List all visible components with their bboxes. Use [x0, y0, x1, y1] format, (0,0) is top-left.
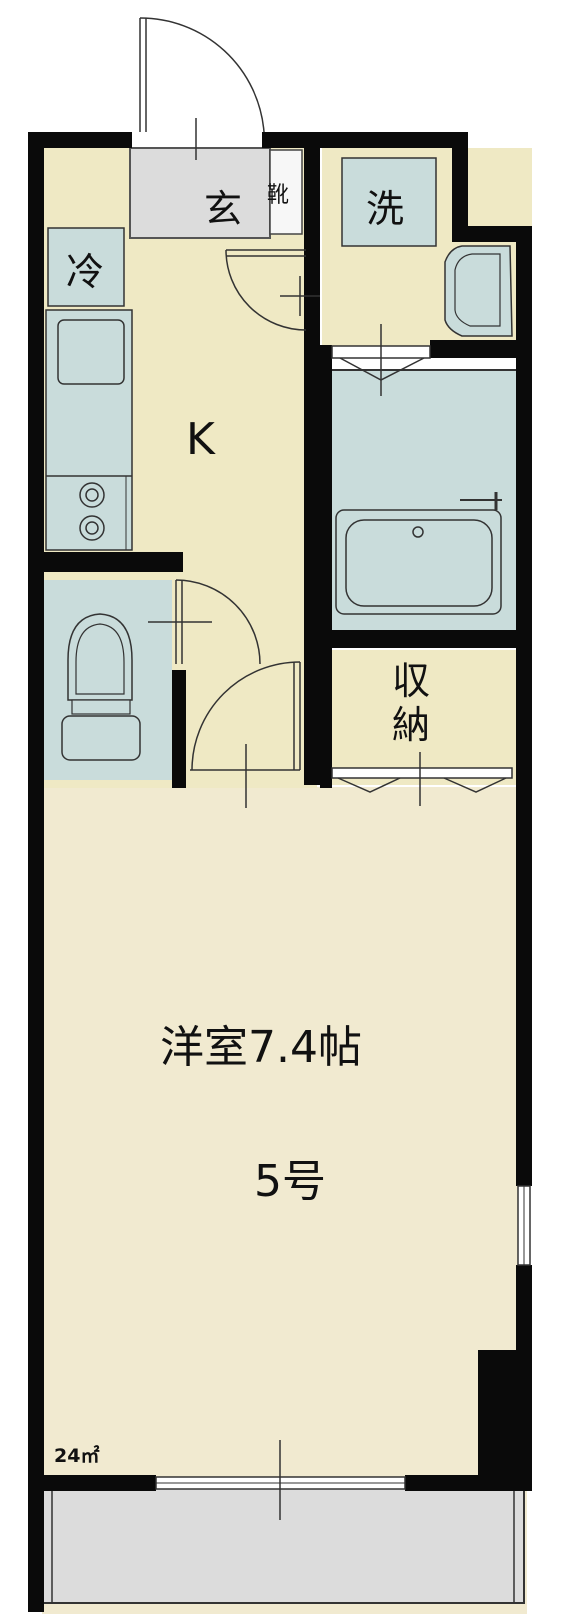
- walls: [28, 132, 532, 1612]
- area-label: 24㎡: [54, 1444, 99, 1467]
- kitchen-label: K: [186, 414, 216, 465]
- western-room-label: 洋室7.4帖: [160, 1022, 362, 1073]
- storage-label-line2: 納: [392, 703, 430, 747]
- fridge-space: [47, 227, 125, 307]
- window-icon: [517, 1185, 531, 1266]
- entrance-label: 玄: [204, 187, 242, 231]
- unit-number-label: 5号: [254, 1156, 326, 1207]
- storage-label-line1: 収: [392, 659, 430, 703]
- shoe-storage-label: 靴: [267, 183, 289, 208]
- shoe-cabinet: [269, 149, 303, 235]
- entrance-floor: [129, 147, 271, 239]
- door-swing-icon: [331, 324, 431, 396]
- door-swing-icon: [225, 249, 320, 331]
- storage-floor: [330, 650, 525, 785]
- washbasin-icon: [444, 245, 513, 337]
- door-swing-icon: [139, 17, 265, 160]
- bathtub-icon: [335, 492, 502, 615]
- door-swing-icon: [148, 579, 261, 665]
- balcony: [41, 1477, 525, 1604]
- toilet-icon: [61, 613, 141, 761]
- sliding-door-icon: [331, 752, 513, 806]
- door-swing-icon: [190, 661, 301, 808]
- washing-machine-pan: [341, 157, 437, 247]
- fridge-label: 冷: [66, 250, 104, 294]
- laundry-label: 洗: [366, 187, 404, 231]
- stove-icon: [79, 482, 105, 541]
- sink-icon: [57, 319, 125, 385]
